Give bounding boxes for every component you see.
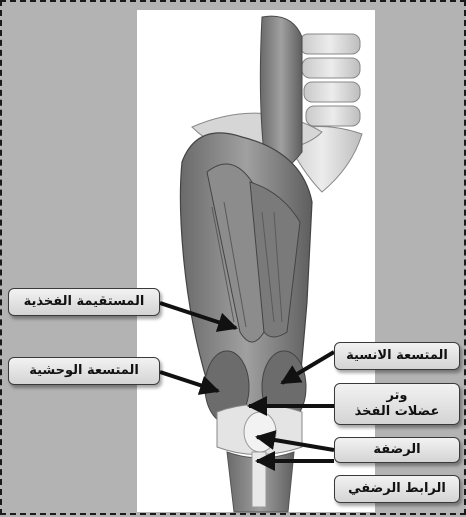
label-quadriceps-tendon-line1: وتر — [386, 388, 407, 404]
label-vastus-lateralis: المتسعة الوحشية — [8, 357, 160, 385]
label-patellar-ligament: الرابط الرضفي — [334, 475, 460, 503]
label-patella: الرضفة — [334, 437, 460, 463]
label-rectus-femoris: المستقيمة الفخذية — [8, 288, 160, 316]
label-vastus-medialis: المتسعة الانسية — [334, 342, 460, 370]
label-quadriceps-tendon: وتر عضلات الفخذ — [334, 383, 460, 425]
label-quadriceps-tendon-line2: عضلات الفخذ — [355, 404, 440, 420]
thigh-muscles — [180, 133, 312, 423]
knee-joint — [217, 405, 302, 513]
